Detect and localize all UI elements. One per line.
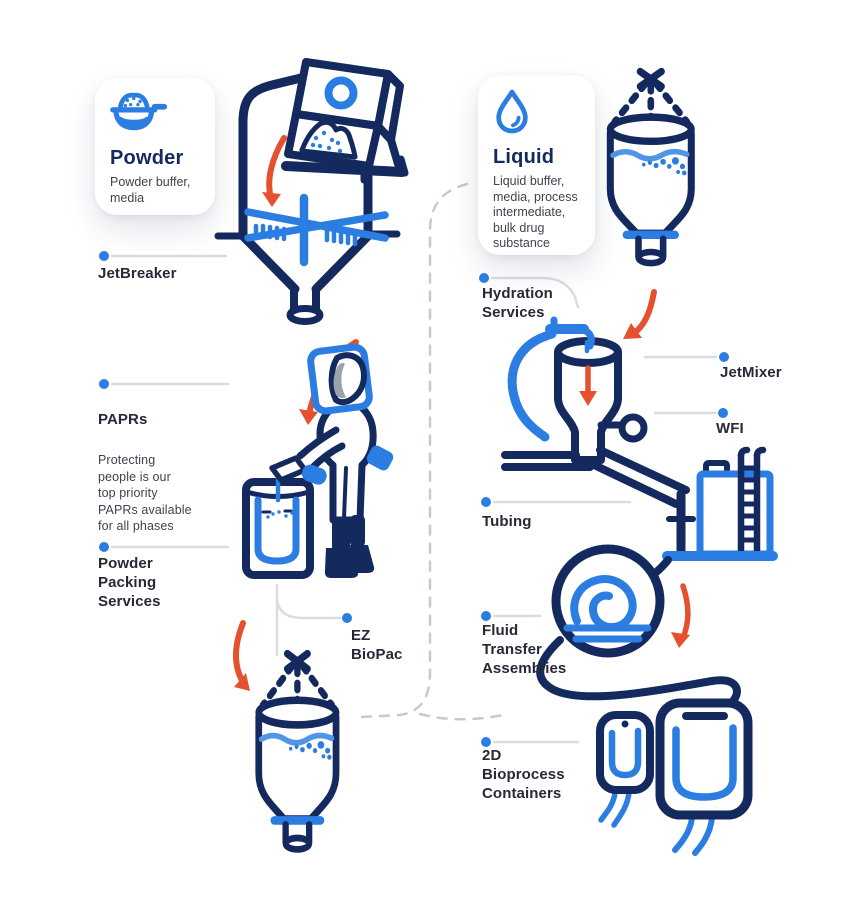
- visor: [333, 362, 346, 399]
- water-faucet: [545, 316, 595, 350]
- label-fluid-transfer: Fluid Transfer Assemblies: [482, 622, 567, 677]
- leader-powder-packing: [99, 542, 230, 552]
- glove: [301, 464, 327, 485]
- hydration-hose: [507, 329, 557, 442]
- leader-ez-biopac: [275, 583, 352, 657]
- flow-arrow-feed: [262, 135, 287, 207]
- label-paprs: PAPRs Protecting people is our top prior…: [98, 391, 228, 554]
- coiled-tubing: [570, 575, 637, 632]
- label-paprs-description: Protecting people is our top priority PA…: [98, 453, 192, 533]
- leader-wfi: [653, 408, 728, 418]
- papr-blower-pack: [366, 445, 394, 471]
- label-tubing: Tubing: [482, 513, 532, 530]
- flow-arrow-to-biopac: [233, 620, 250, 691]
- label-2d-containers: 2D Bioprocess Containers: [482, 747, 565, 802]
- powder-card-subtitle: Powder buffer, media: [110, 175, 191, 205]
- leader-lines: [99, 251, 729, 747]
- tank-base: [662, 551, 778, 561]
- leader-tubing: [481, 497, 632, 507]
- papr-worker-illustration: [269, 343, 394, 578]
- tubing-pipes-illustration: [501, 446, 696, 556]
- label-hydration-services: Hydration Services: [482, 285, 553, 321]
- liquid-card-subtitle: Liquid buffer, media, process intermedia…: [493, 174, 578, 250]
- powder-card: Powder Powder buffer, media: [95, 78, 215, 215]
- leader-jetbreaker: [99, 251, 228, 261]
- leader-hydration: [479, 273, 580, 309]
- leader-containers-2d: [481, 737, 580, 747]
- powder-card-title: Powder: [110, 147, 184, 169]
- powder-scoop-icon: [110, 92, 168, 131]
- hanging-bag-illustration: [610, 72, 691, 264]
- leader-fluid-transfer: [481, 611, 542, 621]
- liquid-card: Liquid Liquid buffer, media, process int…: [478, 75, 595, 255]
- leader-jetmixer: [643, 352, 729, 362]
- flow-arrow-coil: [671, 583, 691, 648]
- ladder: [737, 446, 767, 555]
- bioprocess-bag-small: [596, 711, 654, 828]
- dashed-divider: [360, 182, 510, 721]
- jetbreaker-illustration: [214, 58, 409, 325]
- powder-pile: [299, 119, 358, 160]
- viewport-ring: [324, 76, 358, 110]
- label-paprs-title: PAPRs: [98, 411, 148, 428]
- liquid-card-title: Liquid: [493, 146, 555, 168]
- label-ez-biopac: EZ BioPac: [351, 627, 403, 663]
- biopac-bag-illustration: [259, 654, 336, 850]
- label-wfi: WFI: [716, 420, 744, 437]
- label-powder-packing: Powder Packing Services: [98, 555, 161, 610]
- flow-arrow-mixer: [579, 365, 597, 406]
- jetmixer-illustration: [507, 316, 648, 464]
- feed-box: [284, 58, 404, 170]
- flow-arrow-to-jetmixer: [623, 289, 657, 339]
- label-jetbreaker: JetBreaker: [98, 265, 177, 282]
- label-jetmixer: JetMixer: [720, 364, 782, 381]
- water-drop-icon: [496, 89, 528, 134]
- fluid-transfer-coil-illustration: [536, 544, 741, 718]
- mixer-blades: [244, 193, 389, 267]
- leader-paprs: [99, 379, 230, 389]
- scoop: [269, 455, 308, 483]
- wfi-tank-illustration: [662, 446, 778, 561]
- bioprocess-bag-large: [655, 698, 753, 856]
- bioprocess-bags-illustration: [596, 698, 753, 856]
- valve-handle: [618, 413, 648, 443]
